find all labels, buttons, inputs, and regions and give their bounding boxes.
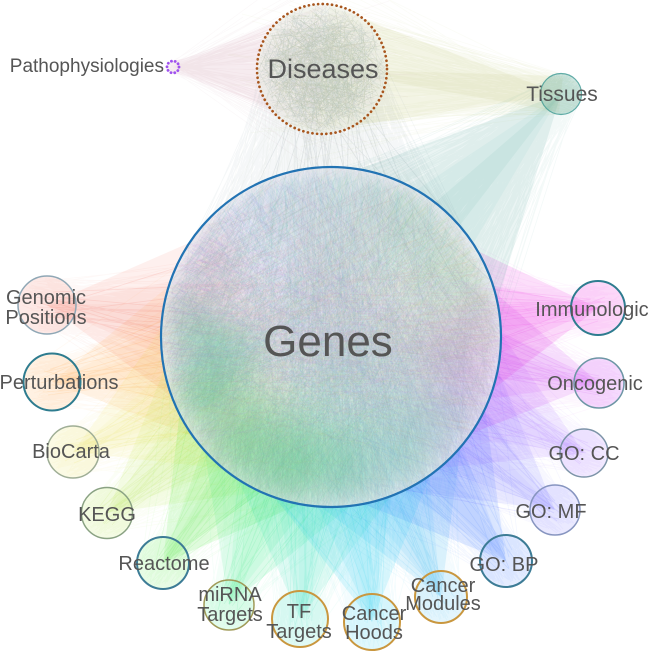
svg-text:BioCarta: BioCarta bbox=[32, 441, 111, 463]
svg-text:Tissues: Tissues bbox=[526, 83, 598, 106]
svg-text:Perturbations: Perturbations bbox=[0, 372, 118, 394]
svg-text:Pathophysiologies: Pathophysiologies bbox=[10, 56, 164, 77]
svg-text:Immunologic: Immunologic bbox=[535, 299, 648, 321]
svg-text:Oncogenic: Oncogenic bbox=[547, 373, 643, 395]
svg-text:Cancer: Cancer bbox=[411, 575, 476, 597]
svg-text:Genomic: Genomic bbox=[6, 287, 86, 309]
svg-text:Hoods: Hoods bbox=[345, 622, 403, 644]
svg-text:Genes: Genes bbox=[263, 317, 393, 366]
svg-text:KEGG: KEGG bbox=[78, 504, 136, 526]
svg-text:Diseases: Diseases bbox=[267, 54, 378, 84]
svg-text:GO: MF: GO: MF bbox=[515, 501, 586, 523]
svg-text:Modules: Modules bbox=[405, 593, 481, 615]
svg-text:Reactome: Reactome bbox=[118, 553, 209, 575]
svg-text:Cancer: Cancer bbox=[342, 603, 407, 625]
svg-text:miRNA: miRNA bbox=[198, 584, 262, 606]
svg-text:TF: TF bbox=[287, 601, 311, 623]
svg-text:Positions: Positions bbox=[5, 307, 86, 329]
svg-text:Targets: Targets bbox=[266, 621, 332, 643]
svg-text:GO: BP: GO: BP bbox=[470, 554, 539, 576]
svg-text:GO: CC: GO: CC bbox=[548, 443, 619, 465]
svg-text:Targets: Targets bbox=[197, 604, 263, 626]
